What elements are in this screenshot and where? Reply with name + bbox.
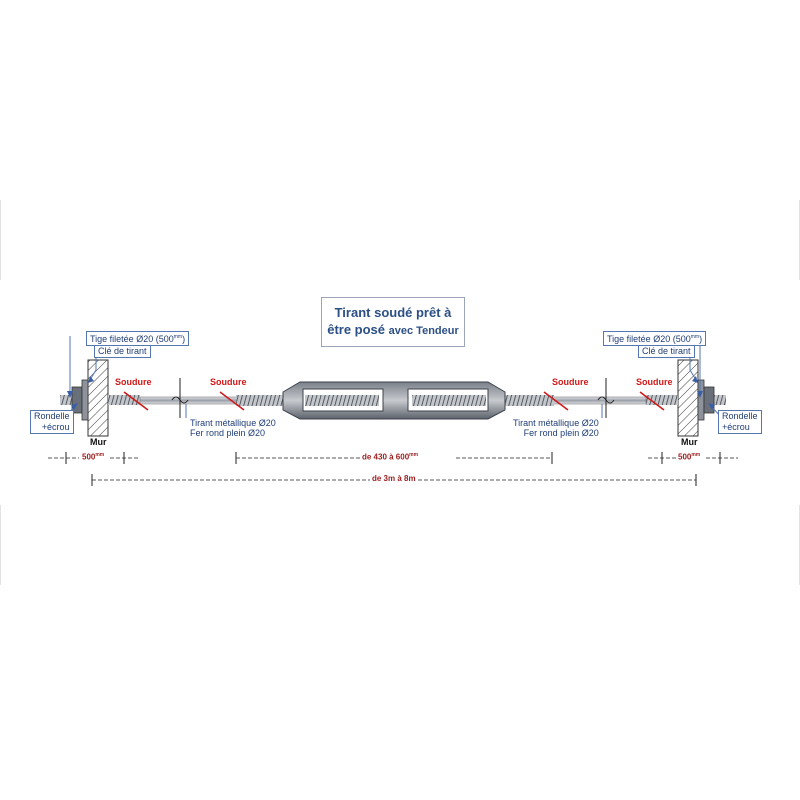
right-ecrou-text: +écrou <box>722 422 750 432</box>
left-turnbuckle-thread <box>236 395 294 406</box>
right-tige-text: Tige filetée Ø20 (500 <box>607 334 691 344</box>
left-edge-line <box>0 200 1 280</box>
dimension-ticks <box>65 452 721 486</box>
title-line-1: Tirant soudé prêt à <box>334 305 452 320</box>
left-rod-spec-label: Tirant métallique Ø20 Fer rond plein Ø20 <box>190 418 276 438</box>
turnbuckle-left-inner-thread <box>305 395 379 406</box>
left-rondelle-text: Rondelle <box>34 411 70 421</box>
left-wall-key-label: Clé de tirant <box>94 345 151 358</box>
left-tige-unit: mm <box>173 334 183 340</box>
left-threaded-rod-label: Tige filetée Ø20 (500mm) <box>86 331 190 346</box>
turnbuckle-right-inner-thread <box>412 395 486 406</box>
right-break-mark <box>597 378 615 418</box>
diagram-title: Tirant soudé prêt à être posé avec Tende… <box>321 297 465 347</box>
middle-unit: mm <box>409 452 419 458</box>
callout-arrowheads <box>67 376 715 410</box>
right-wall-label: Mur <box>681 437 698 447</box>
right-threaded-rod-label: Tige filetée Ø20 (500mm) <box>603 331 707 346</box>
left-ecrou-text: +écrou <box>41 422 70 432</box>
right-wall-key-label: Clé de tirant <box>638 345 695 358</box>
middle-value: de 430 à 600 <box>362 452 410 462</box>
right-end-value: 500 <box>678 452 692 462</box>
left-wall <box>87 359 109 437</box>
left-washer-nut-label: Rondelle +écrou <box>30 410 74 434</box>
weld-label-2: Soudure <box>210 377 247 387</box>
left-edge-line-lower <box>0 505 1 585</box>
left-end-value: 500 <box>82 452 96 462</box>
left-washer <box>81 379 89 421</box>
title-line-2-main: être posé <box>327 322 386 337</box>
right-nut <box>703 386 715 414</box>
left-end-unit: mm <box>95 452 105 458</box>
left-break-mark <box>171 378 189 418</box>
left-plain-rod <box>139 396 243 405</box>
right-end-unit: mm <box>691 452 701 458</box>
weld-label-4: Soudure <box>636 377 673 387</box>
right-tige-close: ) <box>699 334 703 344</box>
right-end-dimension: 500mm <box>678 452 700 462</box>
right-turnbuckle-thread <box>494 395 554 406</box>
right-washer <box>697 379 705 421</box>
left-tige-text: Tige filetée Ø20 (500 <box>90 334 174 344</box>
title-line-2: être posé avec Tendeur <box>322 321 464 340</box>
weld-label-1: Soudure <box>115 377 152 387</box>
weld-markers <box>123 391 665 411</box>
right-washer-nut-label: Rondelle +écrou <box>718 410 762 434</box>
right-fer-text: Fer rond plein Ø20 <box>523 428 599 438</box>
left-threaded-rod-inner <box>108 395 140 405</box>
right-tige-unit: mm <box>690 334 700 340</box>
left-end-dimension: 500mm <box>82 452 104 462</box>
weld-label-3: Soudure <box>552 377 589 387</box>
total-dimension: de 3m à 8m <box>372 474 416 483</box>
left-fer-text: Fer rond plein Ø20 <box>190 428 266 438</box>
left-wall-label: Mur <box>90 437 107 447</box>
right-threaded-rod-inner <box>646 395 678 405</box>
right-wall <box>677 359 699 437</box>
right-tirant-text: Tirant métallique Ø20 <box>513 418 599 428</box>
title-line-2-small: avec Tendeur <box>388 325 459 337</box>
middle-dimension: de 430 à 600mm <box>362 452 418 462</box>
left-tirant-text: Tirant métallique Ø20 <box>190 418 276 428</box>
right-rondelle-text: Rondelle <box>722 411 758 421</box>
right-rod-spec-label: Tirant métallique Ø20 Fer rond plein Ø20 <box>513 418 599 438</box>
left-tige-close: ) <box>182 334 186 344</box>
